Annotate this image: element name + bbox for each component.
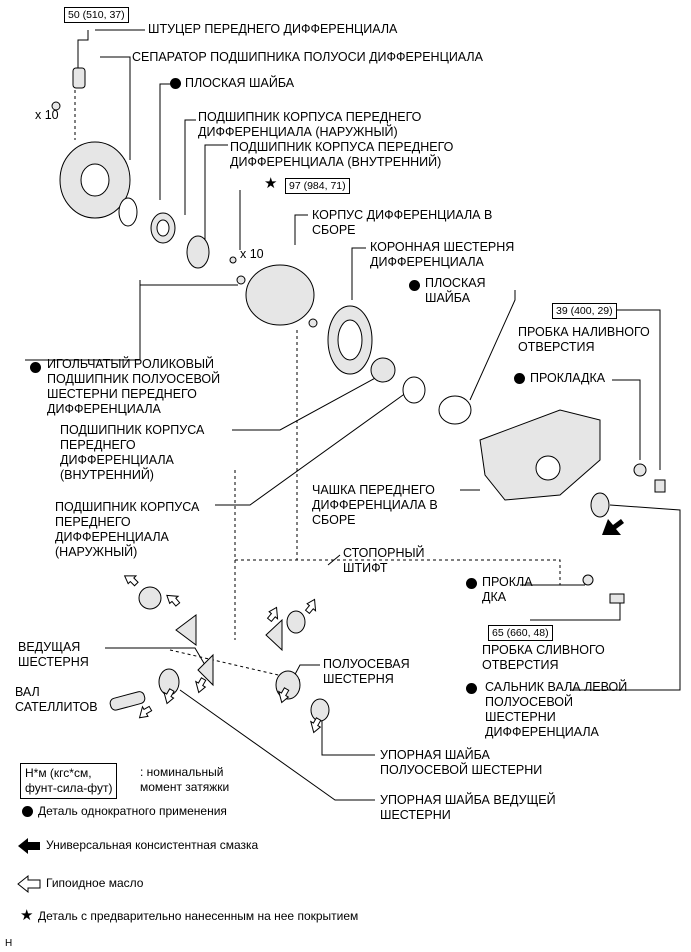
washer-part: [118, 197, 138, 227]
torque-spec-fitting: 50 (510, 37): [64, 7, 129, 23]
label-side-gear: ПОЛУОСЕВАЯ ШЕСТЕРНЯ: [323, 657, 410, 686]
label-case-assy: КОРПУС ДИФФЕРЕНЦИАЛА В СБОРЕ: [312, 208, 493, 237]
pinion-gear-top2-part: [265, 618, 283, 652]
leader-fitting: [77, 30, 89, 70]
filler-plug-part: [654, 479, 666, 493]
pinion-gear-top-part: [175, 614, 197, 646]
grease-arrow-seal: [602, 519, 624, 535]
drain-plug-part: [609, 593, 625, 604]
legend-units-box: Н*м (кгс*см, фунт-сила-фут): [20, 763, 118, 799]
leader-bearing-inner-mid: [232, 369, 391, 431]
label-fitting: ШТУЦЕР ПЕРЕДНЕГО ДИФФЕРЕНЦИАЛА: [148, 22, 398, 36]
bolt-part: [51, 101, 61, 111]
label-side-thrust: УПОРНАЯ ШАЙБА ПОЛУОСЕВОЙ ШЕСТЕРНИ: [380, 748, 543, 777]
corner-mark: H: [5, 938, 13, 949]
non-reusable-dot-icon: [30, 362, 41, 373]
side-thrust-part: [310, 698, 330, 722]
hollow-arrow-icon: [17, 874, 41, 894]
case-part: [245, 264, 315, 326]
label-bearing-outer-top: ПОДШИПНИК КОРПУСА ПЕРЕДНЕГО ДИФФЕРЕНЦИАЛ…: [198, 110, 422, 139]
pinion-gear-part: [197, 653, 214, 687]
bearing-mid-outer-part: [402, 376, 426, 404]
label-carrier: ЧАШКА ПЕРЕДНЕГО ДИФФЕРЕНЦИАЛА В СБОРЕ: [312, 483, 438, 527]
legend-grease: Универсальная консистентная смазка: [46, 838, 259, 852]
washer-mid-part: [438, 395, 472, 425]
torque-spec-drain: 65 (660, 48): [488, 625, 553, 641]
legend-units-text: : номинальный момент затяжки: [140, 765, 230, 794]
thrust-washer-top-part: [138, 586, 162, 610]
carrier-part: [479, 409, 601, 501]
label-pinion-thrust: УПОРНАЯ ШАЙБА ВЕДУЩЕЙ ШЕСТЕРНИ: [380, 793, 556, 822]
label-drain-plug: ПРОБКА СЛИВНОГО ОТВЕРСТИЯ: [482, 643, 605, 672]
leader-oil-seal: [570, 504, 681, 691]
label-separator: СЕПАРАТОР ПОДШИПНИКА ПОЛУОСИ ДИФФЕРЕНЦИА…: [132, 50, 483, 64]
leader-case: [294, 214, 308, 245]
legend-precoated: Деталь с предварительно нанесенным на не…: [38, 909, 359, 923]
precoated-star-icon: ★: [264, 175, 278, 192]
leader-pinion: [105, 647, 206, 666]
label-bearing-inner-top: ПОДШИПНИК КОРПУСА ПЕРЕДНЕГО ДИФФЕРЕНЦИАЛ…: [230, 140, 454, 169]
leader-needle: [25, 280, 141, 361]
label-bearing-outer-mid: ПОДШИПНИК КОРПУСА ПЕРЕДНЕГО ДИФФЕРЕНЦИАЛ…: [55, 500, 200, 559]
gasket2-part: [582, 574, 594, 586]
torque-spec-filler: 39 (400, 29): [552, 303, 617, 319]
non-reusable-dot-icon: [466, 578, 477, 589]
leader-side-thrust: [321, 715, 375, 756]
label-washer-mid: ПЛОСКАЯ ШАЙБА: [425, 276, 486, 305]
leader-ring-gear: [351, 247, 366, 300]
non-reusable-dot-icon: [466, 683, 477, 694]
label-pinion-gear: ВЕДУЩАЯ ШЕСТЕРНЯ: [18, 640, 89, 669]
multiplier-2: x 10: [240, 247, 264, 261]
shaft-part: [109, 691, 146, 711]
legend-star-icon: ★: [20, 907, 34, 924]
leader-washer-mid: [469, 290, 516, 401]
non-reusable-dot-icon: [170, 78, 181, 89]
leader-bearing-outer-mid: [215, 389, 411, 506]
gasket1-part: [633, 463, 647, 477]
multiplier-1: x 10: [35, 108, 59, 122]
solid-arrow-icon: [18, 838, 40, 854]
torque-spec-case-bolts: 97 (984, 71): [285, 178, 350, 194]
leader-bearing-outer: [184, 119, 196, 215]
legend-dot-icon: [22, 806, 33, 817]
legend-non-reusable: Деталь однократного применения: [38, 804, 227, 818]
legend-hypoid: Гипоидное масло: [46, 876, 144, 890]
leader-bearing-inner: [204, 144, 228, 245]
label-filler-plug: ПРОБКА НАЛИВНОГО ОТВЕРСТИЯ: [518, 325, 650, 354]
bearing-mid-inner-part: [370, 357, 396, 383]
label-gasket2: ПРОКЛА ДКА: [482, 575, 533, 604]
label-gasket1: ПРОКЛАДКА: [530, 371, 606, 385]
label-pinion-shaft: ВАЛ САТЕЛЛИТОВ: [15, 685, 98, 714]
label-needle-bearing: ИГОЛЬЧАТЫЙ РОЛИКОВЫЙ ПОДШИПНИК ПОЛУОСЕВО…: [47, 357, 221, 416]
label-bearing-inner-mid: ПОДШИПНИК КОРПУСА ПЕРЕДНЕГО ДИФФЕРЕНЦИАЛ…: [60, 423, 205, 482]
thrust-washer-top2-part: [286, 610, 306, 634]
seal-part: [590, 492, 610, 518]
label-oil-seal: САЛЬНИК ВАЛА ЛЕВОЙ ПОЛУОСЕВОЙ ШЕСТЕРНИ Д…: [485, 680, 628, 739]
leader-drain: [530, 600, 621, 621]
leader-separator: [100, 56, 131, 160]
label-pin: СТОПОРНЫЙ ШТИФТ: [343, 546, 425, 575]
non-reusable-dot-icon: [409, 280, 420, 291]
label-washer-top: ПЛОСКАЯ ШАЙБА: [185, 76, 295, 90]
leader-washer-top: [159, 83, 170, 200]
bearing-inner-part: [186, 235, 210, 269]
leader-pinion-thrust: [179, 689, 375, 801]
non-reusable-dot-icon: [514, 373, 525, 384]
bolt2-part: [229, 256, 237, 264]
label-ring-gear: КОРОННАЯ ШЕСТЕРНЯ ДИФФЕРЕНЦИАЛА: [370, 240, 515, 269]
fitting-part: [72, 67, 86, 89]
leader-gasket1: [612, 379, 641, 460]
